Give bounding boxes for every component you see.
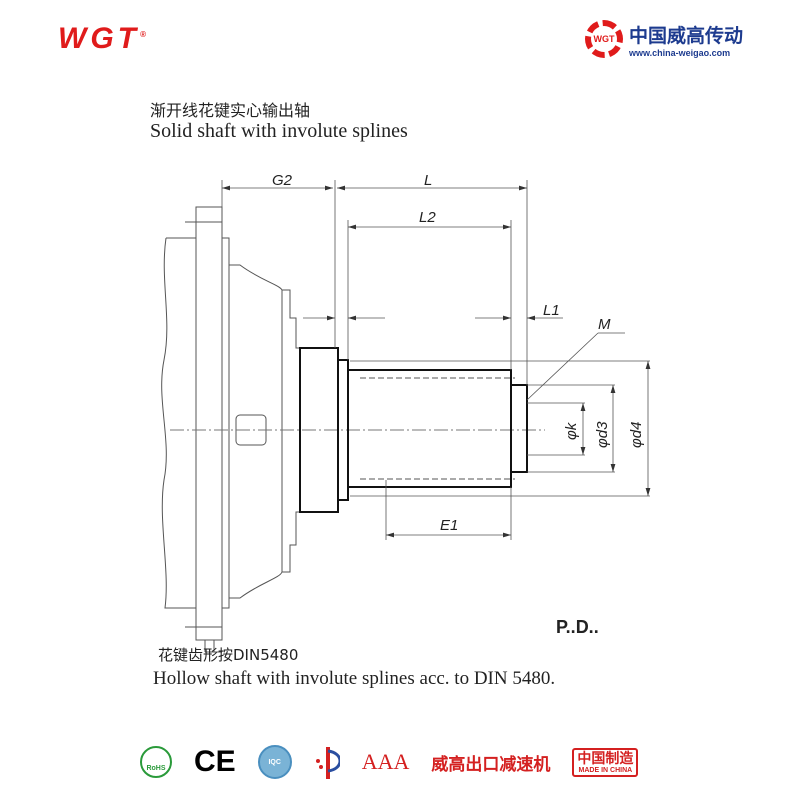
rohs-text: RoHS — [146, 765, 166, 772]
wgt-logo: WGT® — [58, 22, 150, 56]
dim-d4: φd4 — [628, 422, 645, 448]
dim-l1: L1 — [543, 302, 560, 319]
brand-url: www.china-weigao.com — [629, 47, 731, 58]
made-in-china-badge: 中国制造 MADE IN CHINA — [572, 747, 639, 777]
gear-icon: WGT — [585, 20, 623, 58]
drawing-title-en: Solid shaft with involute splines — [150, 120, 408, 142]
pd-label: P..D.. — [556, 617, 599, 637]
iqc-text: IQC — [268, 758, 281, 766]
made-in-china-cn: 中国制造 — [577, 750, 634, 767]
credit-logo-icon — [315, 747, 340, 779]
made-in-china-en: MADE IN CHINA — [578, 766, 633, 774]
dim-g2: G2 — [272, 172, 293, 189]
housing — [161, 206, 300, 653]
dim-k: φk — [563, 421, 580, 440]
dim-l: L — [424, 172, 432, 189]
ce-mark: CE — [194, 745, 236, 778]
dim-l2: L2 — [419, 209, 436, 226]
brand-logo: WGT 中国威高传动 www.china-weigao.com — [585, 20, 743, 58]
dim-m: M — [598, 316, 611, 333]
shaft — [299, 347, 528, 513]
logo-text: WGT — [58, 22, 140, 55]
spline-note-cn: 花键齿形按DIN5480 — [158, 646, 299, 664]
brand-name: 中国威高传动 — [629, 24, 744, 47]
dim-e1: E1 — [440, 517, 458, 534]
spline-hidden-lines — [360, 377, 515, 480]
gear-text: WGT — [593, 34, 615, 44]
iqc-badge-icon: IQC — [257, 745, 292, 779]
drawing-title-cn: 渐开线花键实心输出轴 — [150, 101, 311, 120]
rohs-icon: RoHS — [140, 746, 172, 778]
export-reducer-text: 威高出口减速机 — [431, 754, 551, 775]
registered-mark: ® — [139, 30, 150, 39]
dim-d3: φd3 — [594, 421, 611, 448]
certification-bar: RoHS CE IQC AAA 威高出口减速机 中国制造 MADE IN CHI… — [140, 745, 639, 779]
aaa-rating: AAA — [361, 749, 410, 774]
dimension-lines — [221, 180, 651, 540]
spline-note-en: Hollow shaft with involute splines acc. … — [153, 668, 556, 689]
